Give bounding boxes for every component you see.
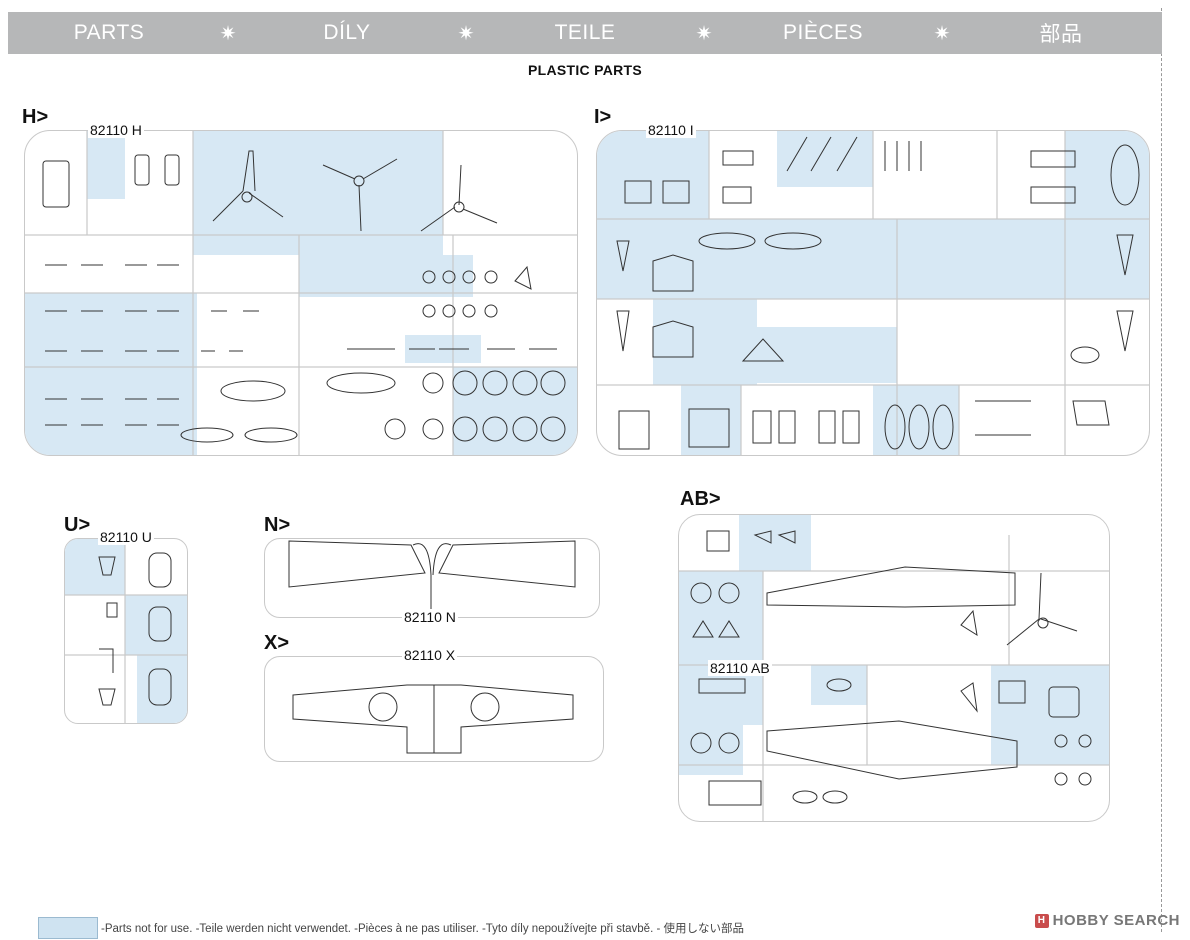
header-parts: PARTS: [73, 21, 145, 44]
watermark-text: HOBBY SEARCH: [1052, 912, 1180, 929]
sprue-i: [596, 130, 1150, 456]
sprue-h-drawing: [25, 131, 577, 455]
sprue-ab-label: AB>: [680, 488, 721, 510]
sprue-n-drawing: [288, 540, 576, 609]
sprue-h-label: H>: [22, 106, 49, 128]
star-icon: ✷: [219, 22, 237, 45]
page-subtitle: PLASTIC PARTS: [527, 62, 643, 78]
header-teile: TEILE: [554, 21, 616, 44]
header-dily: DÍLY: [323, 21, 371, 44]
sprue-i-label: I>: [594, 106, 612, 128]
sprue-x-code: 82110 X: [402, 647, 458, 663]
sprue-u: [64, 538, 188, 724]
page-frame: [8, 8, 1162, 932]
legend-text: -Parts not for use. -Teile werden nicht …: [101, 923, 744, 935]
sprue-u-label: U>: [64, 514, 91, 536]
header-buhin: 部品: [1039, 23, 1083, 46]
star-icon: ✷: [695, 22, 713, 45]
sprue-u-drawing: [65, 539, 187, 723]
sprue-x: [264, 656, 604, 762]
sprue-ab-code: 82110 AB: [708, 660, 772, 676]
language-header: PARTS ✷ DÍLY ✷ TEILE ✷ PIÈCES ✷ 部品: [8, 12, 1162, 54]
header-pieces: PIÈCES: [782, 21, 864, 44]
sprue-i-code: 82110 I: [646, 122, 696, 138]
unused-parts-swatch: [38, 917, 98, 939]
sprue-i-drawing: [597, 131, 1149, 455]
hobby-search-logo-icon: H: [1034, 914, 1049, 929]
star-icon: ✷: [933, 22, 951, 45]
sprue-x-label: X>: [264, 632, 290, 654]
star-icon: ✷: [457, 22, 475, 45]
sprue-h: [24, 130, 578, 456]
sprue-n-label: N>: [264, 514, 291, 536]
sprue-u-code: 82110 U: [98, 529, 154, 545]
sprue-x-drawing: [292, 684, 574, 754]
sprue-ab-drawing: [679, 515, 1109, 821]
sprue-n: [264, 538, 600, 618]
sprue-n-code: 82110 N: [402, 609, 458, 625]
sprue-h-code: 82110 H: [88, 122, 144, 138]
